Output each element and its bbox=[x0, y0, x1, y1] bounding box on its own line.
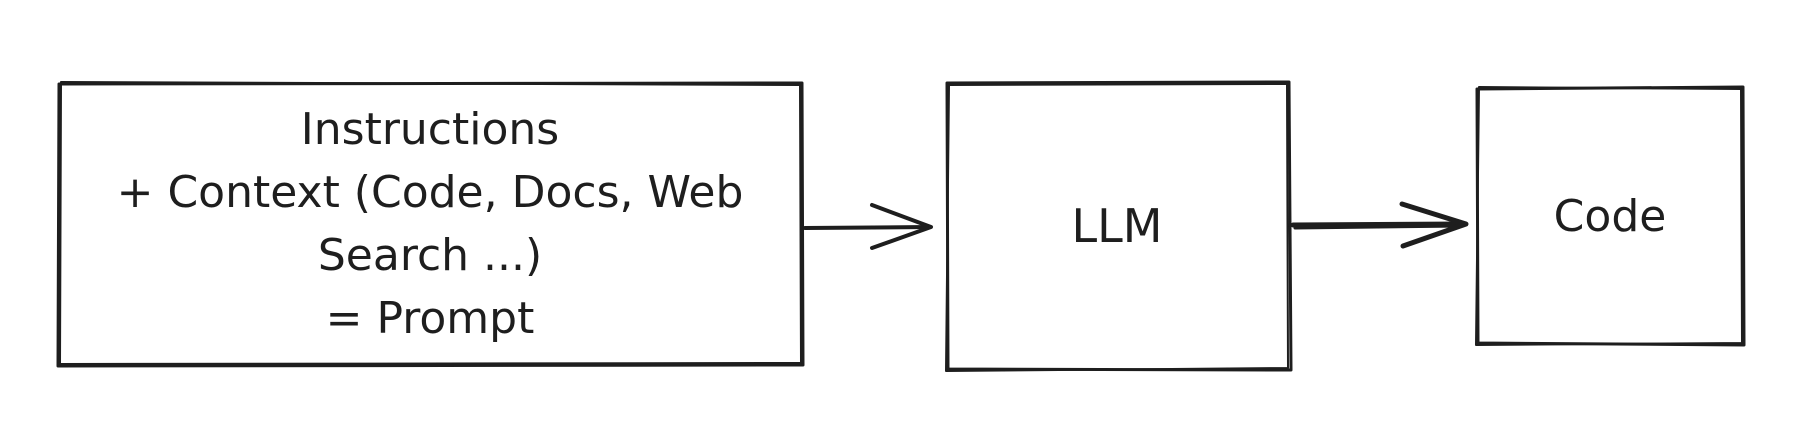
prompt-line-search: Search ...) bbox=[317, 230, 543, 281]
code-node-label: Code bbox=[1553, 190, 1667, 242]
arrow-llm-to-code bbox=[1290, 201, 1469, 249]
prompt-box bbox=[56, 81, 805, 368]
arrow-prompt-to-llm bbox=[803, 203, 933, 250]
llm-node-label: LLM bbox=[1071, 199, 1163, 253]
prompt-node-label: Instructions + Context (Code, Docs, Web … bbox=[60, 84, 800, 364]
code-box bbox=[1475, 85, 1746, 347]
llm-box bbox=[945, 80, 1293, 372]
prompt-line-result: = Prompt bbox=[325, 293, 535, 344]
prompt-line-context: + Context (Code, Docs, Web bbox=[116, 167, 744, 218]
prompt-line-instructions: Instructions bbox=[300, 104, 560, 155]
